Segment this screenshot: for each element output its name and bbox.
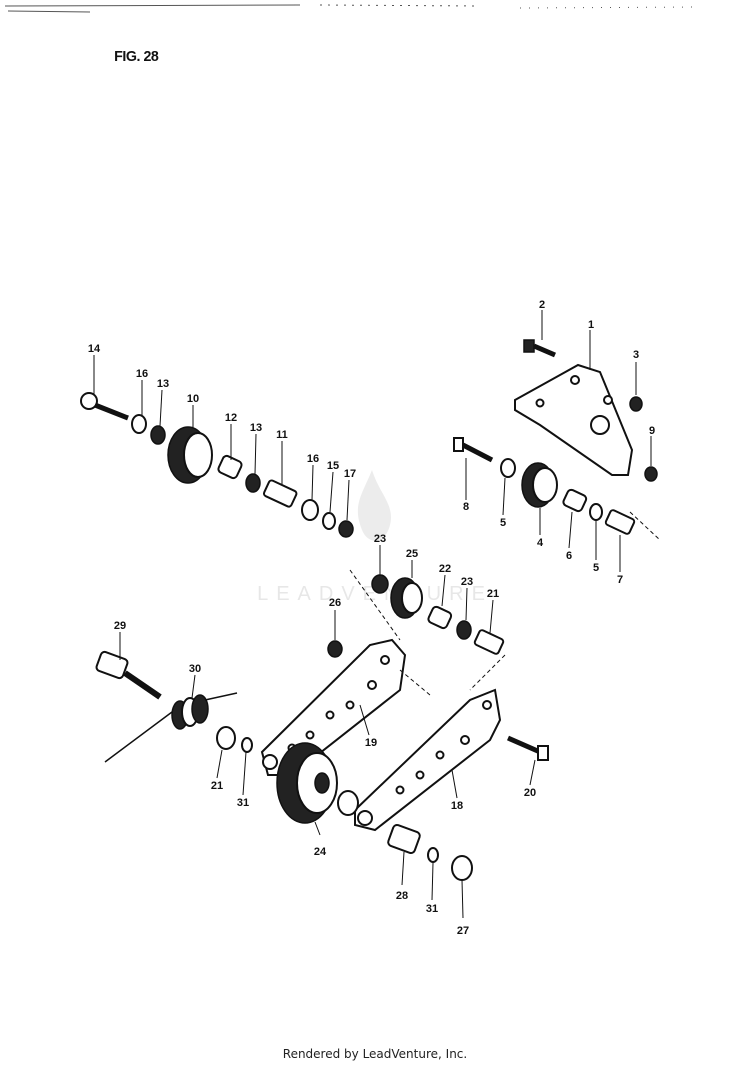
washer-23a — [371, 574, 389, 594]
callout-leaders — [93, 310, 652, 919]
leader-25-21 — [349, 569, 401, 641]
callout-16a: 16 — [136, 368, 148, 380]
callout-7: 7 — [617, 574, 623, 586]
callout-15: 15 — [327, 460, 339, 472]
arm-18 — [354, 688, 502, 832]
bushing-behind-18 — [337, 790, 359, 816]
scan-noise — [4, 4, 701, 13]
footer-credit: Rendered by LeadVenture, Inc. — [282, 1047, 468, 1061]
callout-2: 2 — [539, 299, 545, 311]
washer-5a — [500, 458, 516, 478]
callout-20: 20 — [524, 787, 536, 799]
callout-13a: 13 — [157, 378, 169, 390]
spacer-7 — [604, 509, 636, 535]
callout-24: 24 — [314, 846, 327, 858]
washer-15 — [322, 512, 336, 530]
nut-3 — [629, 396, 643, 412]
arm-19 — [260, 638, 407, 776]
spacer-21 — [473, 629, 505, 655]
callout-12: 12 — [225, 412, 237, 424]
parts-diagram: LEADVENTURE — [4, 4, 701, 937]
callout-18: 18 — [451, 800, 463, 812]
washer-13a — [150, 425, 166, 445]
callout-8: 8 — [463, 501, 469, 513]
leader-4-7 — [629, 511, 661, 541]
roller-10 — [167, 426, 213, 484]
callout-25: 25 — [406, 548, 418, 560]
callout-30: 30 — [189, 663, 201, 675]
bushing-28 — [387, 824, 421, 854]
washer-13b — [245, 473, 261, 493]
callout-29: 29 — [114, 620, 126, 632]
callout-1: 1 — [588, 319, 594, 331]
spacer-11 — [263, 479, 298, 508]
bolt-20 — [506, 735, 549, 761]
spring-30 — [104, 692, 238, 763]
callout-21b: 21 — [211, 780, 223, 792]
callout-16b: 16 — [307, 453, 319, 465]
washer-16b — [301, 499, 319, 521]
callout-19: 19 — [365, 737, 377, 749]
callout-6: 6 — [566, 550, 572, 562]
watermark-text: LEADVENTURE — [257, 583, 493, 605]
bolt-2 — [523, 339, 556, 358]
callout-31b: 31 — [426, 903, 438, 915]
washer-5b — [589, 503, 603, 521]
callout-5b: 5 — [593, 562, 599, 574]
bracket-plate-1 — [514, 363, 634, 476]
bushing-21b — [216, 726, 236, 750]
ring-31a — [241, 737, 253, 753]
roller-25 — [390, 577, 423, 619]
callout-5a: 5 — [500, 517, 506, 529]
watermark: LEADVENTURE — [257, 470, 493, 605]
callout-14: 14 — [88, 343, 101, 355]
bolt-8 — [453, 437, 494, 463]
ring-31b — [427, 847, 439, 863]
leader-19 — [399, 669, 431, 696]
nut-9 — [644, 466, 658, 482]
nut-26 — [327, 640, 343, 658]
bearing-12 — [217, 454, 243, 480]
collar-6 — [562, 488, 588, 513]
callout-9: 9 — [649, 425, 655, 437]
callout-22: 22 — [439, 563, 451, 575]
callout-26: 26 — [329, 597, 341, 609]
callout-27: 27 — [457, 925, 469, 937]
cap-27 — [451, 855, 473, 881]
roller-4 — [521, 462, 558, 508]
callout-31a: 31 — [237, 797, 249, 809]
callout-3: 3 — [633, 349, 639, 361]
callout-23a: 23 — [374, 533, 386, 545]
roller-24 — [276, 742, 338, 824]
callout-13b: 13 — [250, 422, 262, 434]
callout-17: 17 — [344, 468, 356, 480]
callout-28: 28 — [396, 890, 408, 902]
callouts: 1 2 3 4 5 5 6 7 8 9 10 11 12 13 13 14 15… — [88, 299, 655, 937]
washer-23b — [456, 620, 472, 640]
callout-11: 11 — [276, 429, 288, 441]
leader-21-18 — [469, 654, 506, 691]
bolt-14 — [80, 392, 129, 421]
bearing-22 — [427, 605, 453, 630]
nut-17 — [338, 520, 354, 538]
shaft-29 — [95, 650, 162, 700]
figure-title: FIG. 28 — [114, 48, 159, 65]
callout-21a: 21 — [487, 588, 499, 600]
callout-10: 10 — [187, 393, 199, 405]
callout-23b: 23 — [461, 576, 473, 588]
washer-16a — [131, 414, 147, 434]
callout-4: 4 — [537, 537, 544, 549]
